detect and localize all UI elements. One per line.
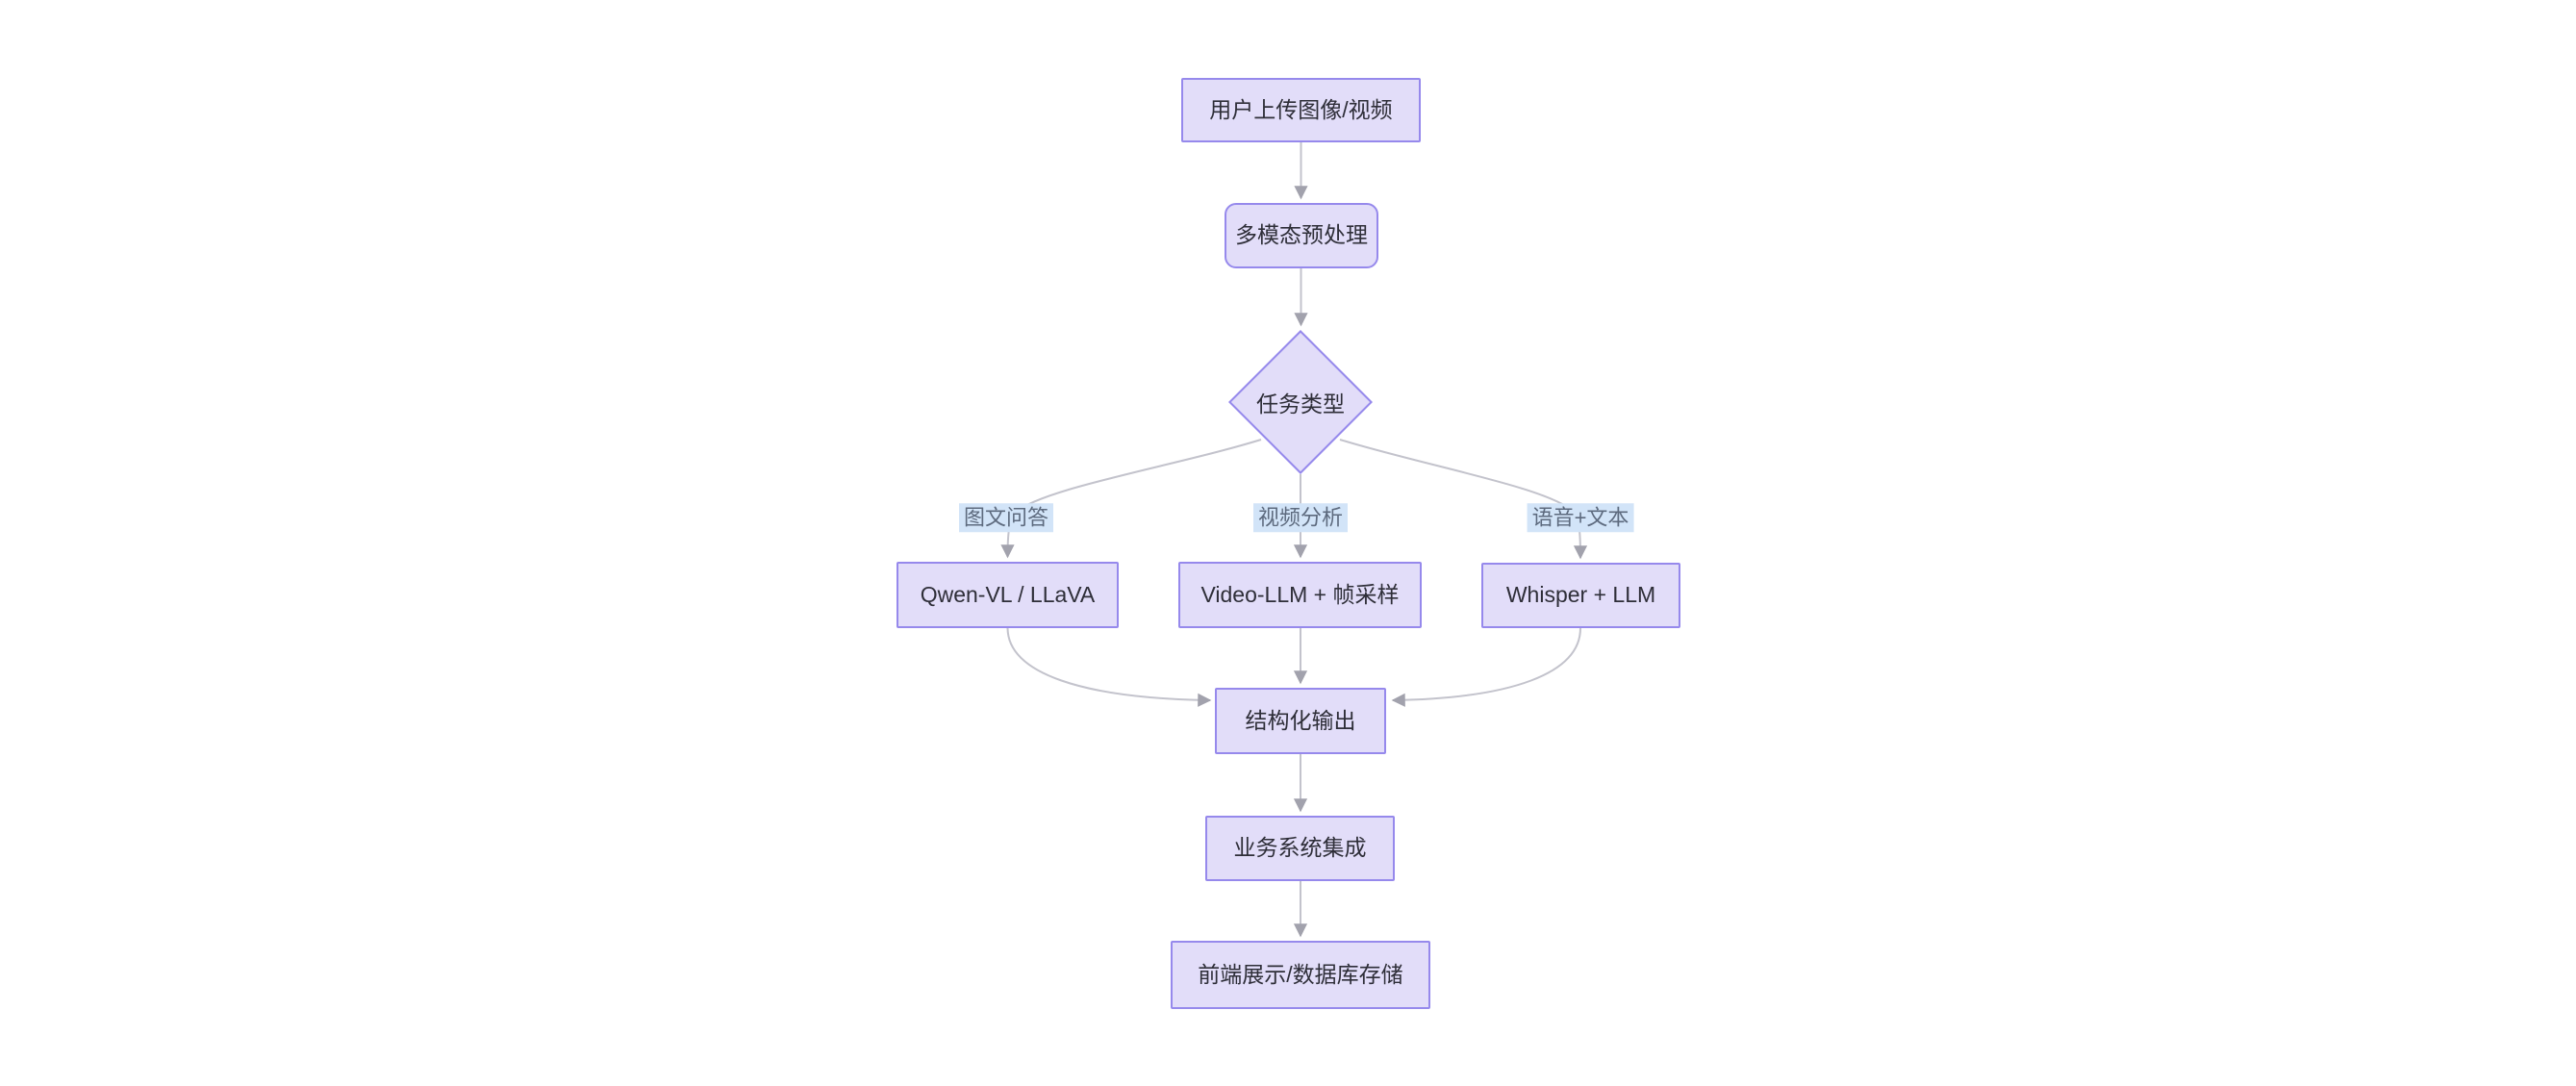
node-whisper-label: Whisper + LLM <box>1505 582 1656 608</box>
node-structured: 结构化输出 <box>1215 688 1386 754</box>
edge-tasktype-qwen <box>1000 439 1262 559</box>
edge-whisper-structured <box>1391 627 1581 707</box>
node-business-label: 业务系统集成 <box>1233 835 1367 861</box>
node-qwen-label: Qwen-VL / LLaVA <box>920 581 1096 607</box>
node-video-llm: Video-LLM + 帧采样 <box>1178 562 1422 628</box>
edge-label-video-analysis: 视频分析 <box>1252 503 1349 532</box>
node-frontend: 前端展示/数据库存储 <box>1171 941 1430 1009</box>
edge-label-image-qa: 图文问答 <box>958 503 1054 532</box>
edge-label-speech-text: 语音+文本 <box>1527 503 1634 532</box>
node-whisper: Whisper + LLM <box>1481 563 1680 628</box>
node-frontend-label: 前端展示/数据库存储 <box>1198 961 1403 987</box>
edge-tasktype-whisper <box>1339 439 1588 560</box>
node-task-type-label: 任务类型 <box>1256 391 1345 417</box>
node-preprocess-label: 多模态预处理 <box>1235 222 1368 248</box>
node-structured-label: 结构化输出 <box>1245 707 1356 733</box>
node-preprocess: 多模态预处理 <box>1225 203 1378 268</box>
node-upload: 用户上传图像/视频 <box>1181 78 1421 142</box>
node-business: 业务系统集成 <box>1205 816 1395 881</box>
node-upload-label: 用户上传图像/视频 <box>1209 96 1393 122</box>
node-qwen: Qwen-VL / LLaVA <box>897 562 1119 628</box>
edge-qwen-structured <box>1006 627 1212 707</box>
node-video-llm-label: Video-LLM + 帧采样 <box>1200 581 1400 607</box>
node-task-type: 任务类型 <box>1228 330 1373 474</box>
